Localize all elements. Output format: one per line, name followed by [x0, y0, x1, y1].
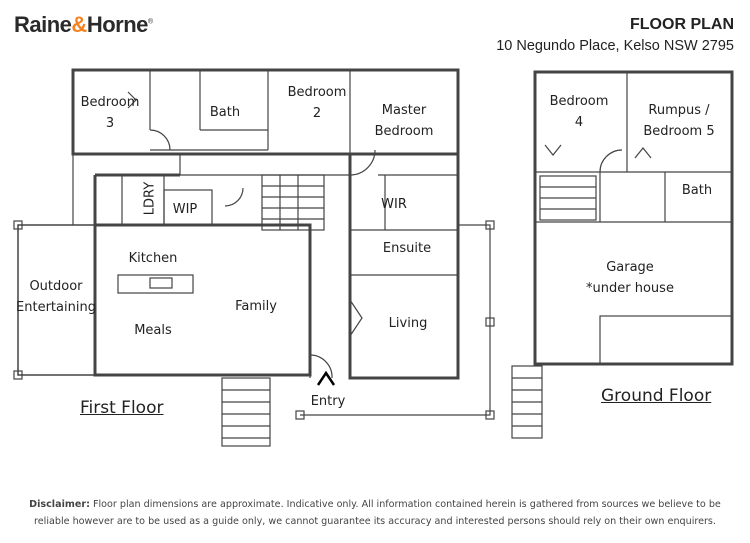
room-label-garage: Garage *under house	[580, 257, 680, 299]
room-label-master-bedroom: Master Bedroom	[368, 100, 440, 142]
disclaimer-lead: Disclaimer:	[29, 499, 90, 510]
room-label-bedroom-4-line2: 4	[574, 115, 584, 130]
room-label-bath-first: Bath	[209, 105, 241, 120]
room-label-master-line2: Bedroom	[374, 124, 434, 139]
room-label-bedroom-3-line2: 3	[105, 116, 115, 131]
brand-ampersand: &	[71, 12, 87, 37]
room-label-bedroom-3: Bedroom 3	[78, 92, 142, 134]
room-label-family: Family	[235, 299, 277, 314]
brand-name-part2: Horne	[86, 12, 149, 37]
room-label-master-line1: Master	[381, 103, 427, 118]
room-label-entry: Entry	[310, 394, 346, 409]
brand-name-part1: Raine	[14, 12, 72, 37]
room-label-rumpus-line2: Bedroom 5	[643, 124, 715, 139]
room-label-bedroom-4-line1: Bedroom	[549, 94, 609, 109]
room-label-meals: Meals	[134, 323, 172, 338]
room-label-outdoor-line1: Outdoor	[29, 279, 83, 294]
page-title: FLOOR PLAN	[630, 16, 734, 33]
room-label-outdoor-entertaining: Outdoor Entertaining	[15, 276, 97, 318]
property-address: 10 Negundo Place, Kelso NSW 2795	[496, 38, 734, 54]
ground-floor-label: Ground Floor	[601, 386, 712, 406]
ground-floor-walls	[511, 70, 734, 439]
first-floor-walls	[13, 68, 495, 447]
brand-logo: Raine&Horne®	[14, 12, 153, 38]
room-label-living: Living	[388, 316, 428, 331]
room-label-wir: WIR	[381, 197, 407, 212]
room-label-bedroom-2-line1: Bedroom	[287, 85, 347, 100]
room-label-wip: WIP	[172, 202, 198, 217]
room-label-garage-line1: Garage	[606, 260, 654, 275]
first-floor-label: First Floor	[80, 398, 164, 418]
room-label-bedroom-2-line2: 2	[312, 106, 322, 121]
room-label-rumpus: Rumpus / Bedroom 5	[636, 100, 722, 142]
room-label-ensuite: Ensuite	[382, 241, 432, 256]
room-label-rumpus-line1: Rumpus /	[648, 103, 710, 118]
room-label-kitchen: Kitchen	[128, 251, 178, 266]
room-label-garage-line2: *under house	[586, 281, 674, 296]
room-label-bath-ground: Bath	[681, 183, 713, 198]
brand-registered-mark: ®	[147, 18, 153, 26]
room-label-laundry: LDRY	[142, 181, 158, 216]
room-label-outdoor-line2: Entertaining	[16, 300, 96, 315]
disclaimer-text: Floor plan dimensions are approximate. I…	[34, 499, 721, 527]
room-label-bedroom-2: Bedroom 2	[283, 82, 351, 124]
room-label-bedroom-3-line1: Bedroom	[80, 95, 140, 110]
disclaimer: Disclaimer: Floor plan dimensions are ap…	[20, 496, 730, 530]
room-label-bedroom-4: Bedroom 4	[546, 91, 612, 133]
